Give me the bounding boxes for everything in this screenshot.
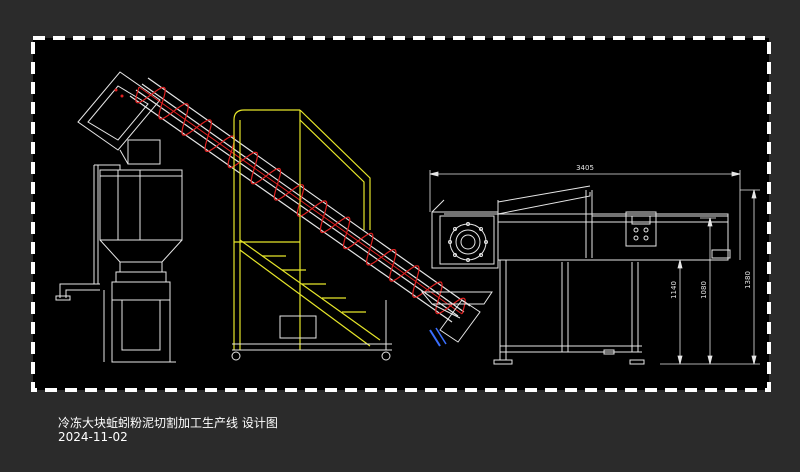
control-panel bbox=[625, 211, 657, 247]
dim-height-b: 1080 bbox=[700, 281, 708, 299]
cutting-machine bbox=[420, 185, 731, 365]
dim-height-c: 1380 bbox=[744, 271, 752, 289]
drawing-caption: 冷冻大块蚯蚓粉泥切割加工生产线 设计图 2024-11-02 bbox=[58, 416, 278, 444]
drawing-date: 2024-11-02 bbox=[58, 430, 128, 444]
platform-base-frame bbox=[231, 300, 392, 361]
access-platform bbox=[233, 109, 381, 350]
drawing-border-dashed bbox=[31, 36, 771, 392]
drawing-title: 冷冻大块蚯蚓粉泥切割加工生产线 设计图 bbox=[58, 416, 278, 430]
dimension-lines bbox=[429, 170, 760, 365]
dimension-labels: 3405 1140 1080 1380 bbox=[576, 164, 752, 299]
feed-hopper-stand bbox=[55, 164, 183, 363]
dim-height-a: 1140 bbox=[670, 281, 678, 299]
cutter-disc bbox=[448, 222, 488, 262]
dim-overall-length: 3405 bbox=[576, 164, 594, 172]
